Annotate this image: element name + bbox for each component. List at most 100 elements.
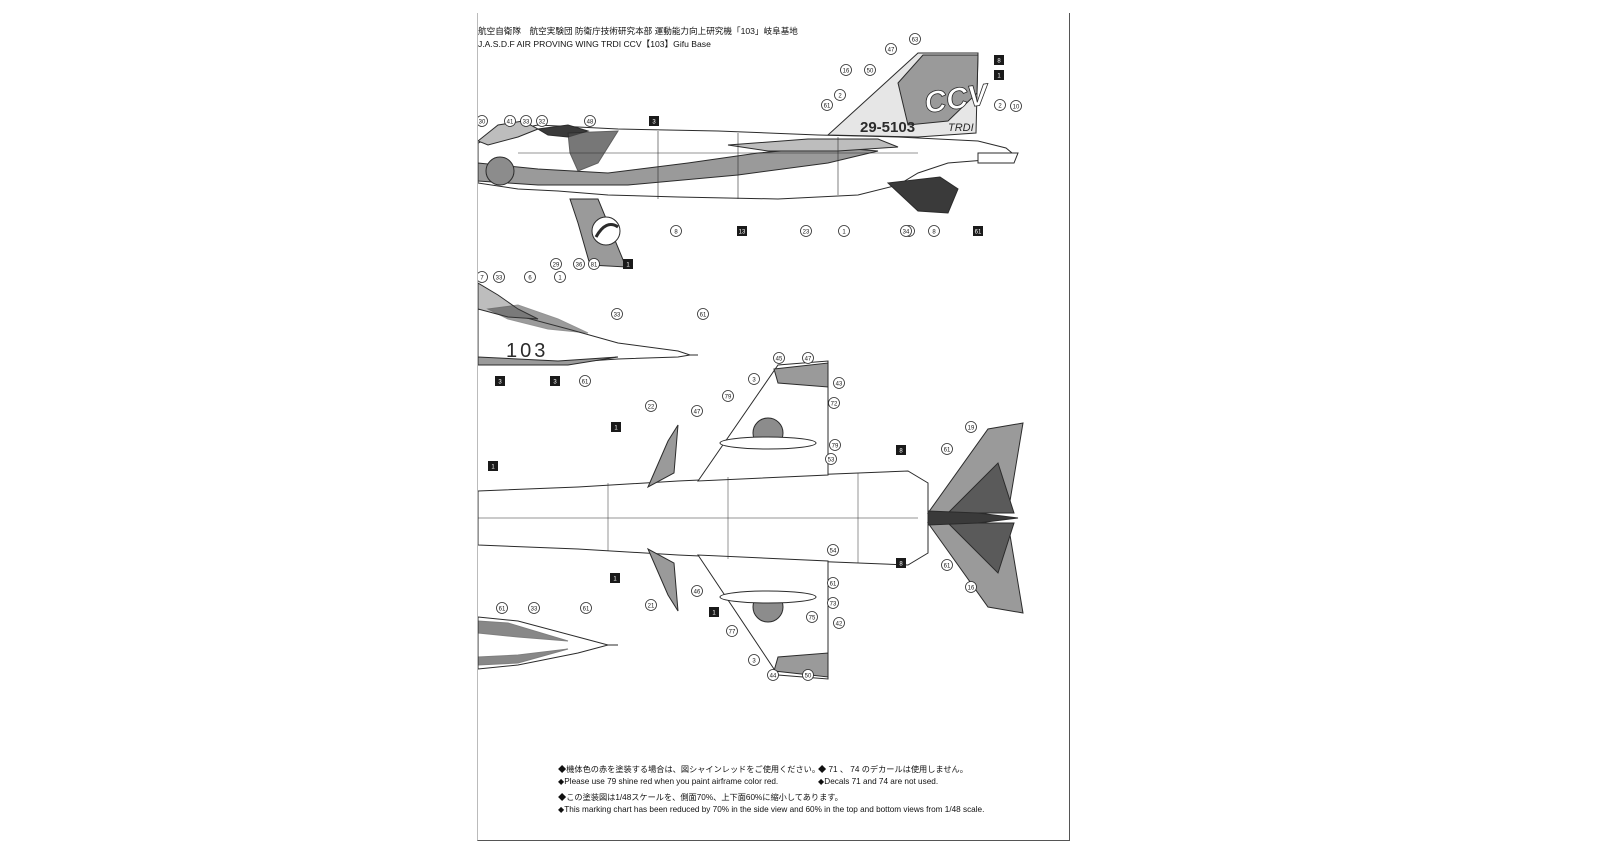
callout-marker: 8: [928, 225, 940, 237]
callout-bubble: [493, 271, 505, 283]
callout-markers: 6347165081612210304133324831813231348612…: [478, 33, 1022, 681]
callout-marker: 3: [748, 654, 760, 666]
callout-number: 73: [830, 601, 837, 607]
callout-number: 61: [824, 103, 831, 109]
callout-number: 32: [539, 119, 546, 125]
callout-marker: 41: [504, 115, 516, 127]
callout-marker: 3: [649, 116, 659, 126]
callout-marker: 43: [833, 377, 845, 389]
callout-marker: 16: [840, 64, 852, 76]
callout-bubble: [833, 377, 845, 389]
callout-bubble: [611, 422, 621, 432]
callout-number: 48: [587, 119, 594, 125]
callout-marker: 61: [973, 226, 983, 236]
callout-number: 33: [531, 606, 538, 612]
aircraft-drawings: CCV 29-5103 TRDI 103: [478, 33, 1024, 681]
note-jp-2: ◆この塗装図は1/48スケールを、側面70%、上下面60%に縮小してあります。: [558, 793, 843, 802]
callout-number: 16: [968, 585, 975, 591]
callout-number: 1: [614, 425, 618, 431]
callout-marker: 79: [722, 390, 734, 402]
note-en-1: ◆Please use 79 shine red when you paint …: [558, 777, 779, 786]
callout-marker: 19: [965, 421, 977, 433]
callout-bubble: [495, 376, 505, 386]
callout-bubble: [941, 559, 953, 571]
callout-bubble: [478, 115, 488, 127]
callout-bubble: [941, 443, 953, 455]
callout-number: 47: [805, 356, 812, 362]
callout-number: 2: [998, 103, 1002, 109]
callout-number: 10: [1013, 104, 1020, 110]
callout-marker: 45: [773, 352, 785, 364]
callout-marker: 6: [524, 271, 536, 283]
callout-number: 46: [694, 589, 701, 595]
callout-marker: 61: [580, 602, 592, 614]
callout-bubble: [611, 308, 623, 320]
callout-number: 41: [507, 119, 514, 125]
callout-number: 72: [831, 401, 838, 407]
callout-marker: 10: [1010, 100, 1022, 112]
callout-marker: 61: [827, 577, 839, 589]
callout-marker: 3: [748, 373, 760, 385]
callout-number: 81: [591, 262, 598, 268]
callout-marker: 61: [941, 443, 953, 455]
callout-number: 13: [739, 229, 746, 235]
callout-marker: 8: [670, 225, 682, 237]
callout-bubble: [829, 439, 841, 451]
callout-number: 1: [842, 229, 846, 235]
callout-number: 61: [944, 563, 951, 569]
callout-number: 3: [652, 119, 656, 125]
callout-marker: 22: [645, 400, 657, 412]
callout-bubble: [994, 55, 1004, 65]
callout-number: 54: [830, 548, 837, 554]
callout-marker: 1: [488, 461, 498, 471]
callout-marker: 47: [885, 43, 897, 55]
callout-bubble: [528, 602, 540, 614]
callout-marker: 8: [994, 55, 1004, 65]
callout-bubble: [965, 581, 977, 593]
callout-number: 30: [479, 119, 486, 125]
callout-marker: 61: [579, 375, 591, 387]
callout-marker: 61: [821, 99, 833, 111]
callout-bubble: [550, 376, 560, 386]
callout-bubble: [610, 573, 620, 583]
callout-marker: 47: [691, 405, 703, 417]
bottom-view-aircraft: [478, 360, 1024, 680]
callout-marker: 1: [838, 225, 850, 237]
callout-number: 8: [674, 229, 678, 235]
callout-bubble: [973, 226, 983, 236]
callout-number: 33: [523, 119, 530, 125]
callout-bubble: [737, 226, 747, 236]
callout-number: 79: [832, 443, 839, 449]
callout-marker: 61: [697, 308, 709, 320]
callout-marker: 61: [941, 559, 953, 571]
callout-marker: 81: [588, 258, 600, 270]
callout-bubble: [994, 70, 1004, 80]
callout-marker: 21: [645, 599, 657, 611]
callout-number: 75: [809, 615, 816, 621]
callout-bubble: [478, 271, 488, 283]
callout-number: 1: [997, 73, 1001, 79]
callout-marker: 33: [520, 115, 532, 127]
callout-number: 61: [499, 606, 506, 612]
callout-number: 8: [899, 448, 903, 454]
callout-bubble: [670, 225, 682, 237]
callout-marker: 63: [909, 33, 921, 45]
nose-bottom-view: [478, 616, 618, 670]
callout-number: 19: [968, 425, 975, 431]
callout-bubble: [649, 116, 659, 126]
callout-bubble: [550, 258, 562, 270]
callout-marker: 77: [726, 625, 738, 637]
header-title-jp: 航空自衛隊 航空実験団 防衛庁技術研究本部 運動能力向上研究機「103」岐阜基地: [478, 26, 798, 36]
callout-number: 3: [498, 379, 502, 385]
tail-trdi-text: TRDI: [948, 122, 974, 134]
callout-bubble: [580, 602, 592, 614]
callout-marker: 73: [827, 597, 839, 609]
callout-bubble: [726, 625, 738, 637]
callout-bubble: [722, 390, 734, 402]
callout-number: 33: [614, 312, 621, 318]
callout-marker: 33: [611, 308, 623, 320]
callout-number: 53: [828, 457, 835, 463]
callout-bubble: [825, 453, 837, 465]
callout-marker: 50: [864, 64, 876, 76]
callout-number: 3: [752, 377, 756, 383]
